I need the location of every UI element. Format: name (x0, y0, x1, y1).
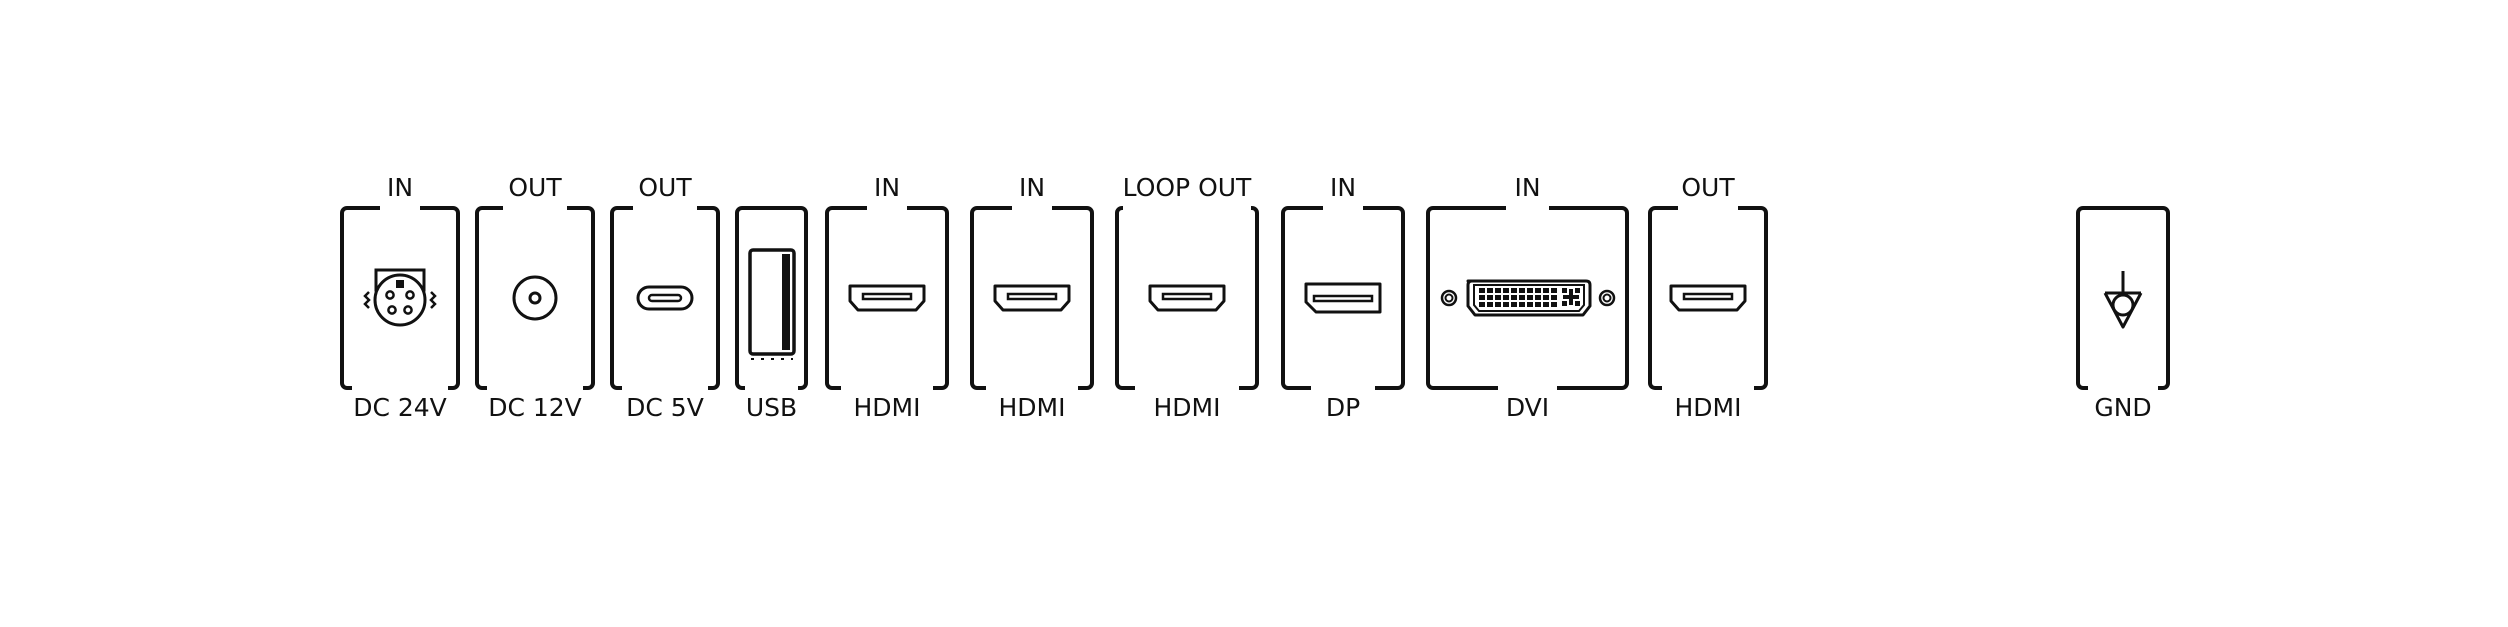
port-hdmi-in-1[interactable]: IN HDMI (825, 174, 949, 422)
port-hdmi-loop-out-top-label: LOOP OUT (1122, 173, 1252, 202)
ground-terminal-icon (2099, 269, 2147, 335)
port-dvi-in-top-label: IN (1514, 173, 1541, 202)
port-dc12v-top-label: OUT (508, 173, 562, 202)
usb-a-icon (746, 246, 798, 362)
hdmi-icon (1147, 283, 1227, 313)
port-dc12v-bottom-label: DC 12V (488, 393, 582, 422)
port-hdmi-in-1-top-label: IN (873, 173, 901, 202)
port-dc24v[interactable]: IN DC 24V (340, 174, 460, 422)
port-hdmi-out-bottom-label: HDMI (1674, 393, 1742, 422)
hdmi-icon (1668, 283, 1748, 313)
barrel-jack-icon (510, 273, 560, 323)
port-dc5v-top-label: OUT (638, 173, 692, 202)
port-dp-in-top-label: IN (1329, 173, 1357, 202)
port-dp-in-bottom-label: DP (1325, 393, 1361, 422)
displayport-icon (1303, 281, 1383, 315)
port-dp-in[interactable]: IN DP (1281, 174, 1405, 422)
port-hdmi-loop-out[interactable]: LOOP OUT HDMI (1115, 174, 1259, 422)
port-dc5v[interactable]: OUT DC 5V (610, 174, 720, 422)
usb-c-icon (635, 284, 695, 312)
power-din-4pin-icon (362, 266, 438, 330)
port-hdmi-out-top-label: OUT (1681, 173, 1735, 202)
port-usb[interactable]: USB (735, 206, 808, 422)
port-dc12v[interactable]: OUT DC 12V (475, 174, 595, 422)
port-dvi-in-bottom-label: DVI (1505, 393, 1550, 422)
port-dvi-in[interactable]: IN DVI (1426, 174, 1629, 422)
dvi-icon (1440, 278, 1616, 318)
port-hdmi-loop-out-bottom-label: HDMI (1153, 393, 1221, 422)
hdmi-icon (992, 283, 1072, 313)
port-hdmi-in-2-top-label: IN (1018, 173, 1046, 202)
port-dc24v-bottom-label: DC 24V (353, 393, 447, 422)
port-dc24v-top-label: IN (386, 173, 414, 202)
port-hdmi-in-2[interactable]: IN HDMI (970, 174, 1094, 422)
port-dc5v-bottom-label: DC 5V (626, 393, 704, 422)
port-hdmi-in-2-bottom-label: HDMI (998, 393, 1066, 422)
port-gnd-bottom-label: GND (2094, 393, 2152, 422)
port-gnd[interactable]: GND (2076, 206, 2170, 422)
hdmi-icon (847, 283, 927, 313)
port-usb-bottom-label: USB (745, 393, 798, 422)
port-hdmi-in-1-bottom-label: HDMI (853, 393, 921, 422)
port-hdmi-out[interactable]: OUT HDMI (1648, 174, 1768, 422)
